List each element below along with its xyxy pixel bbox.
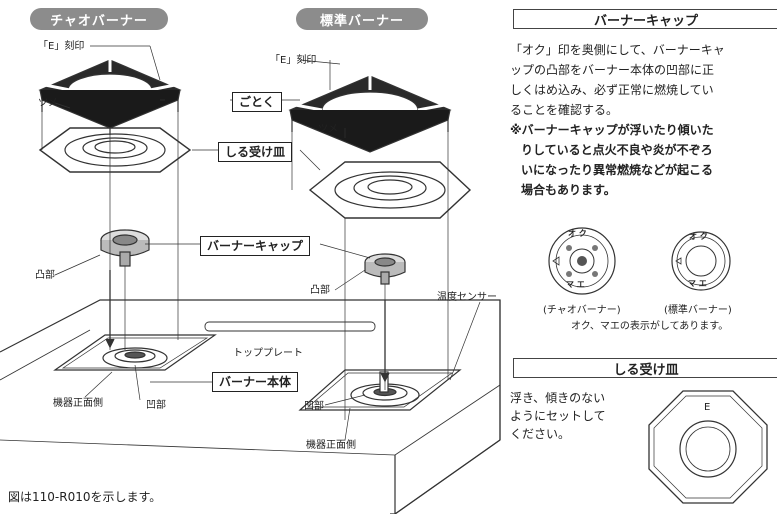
right-grate <box>288 74 452 153</box>
ciao-cap-oku: オ ク <box>568 229 587 238</box>
burner-cap-body-line-3: しくはめ込み、必ず正常に燃焼してい <box>510 83 714 97</box>
callout-burner-cap: バーナーキャップ <box>200 236 311 256</box>
burner-cap-body-line-2: ップの凸部をバーナー本体の凹部に正 <box>510 63 715 77</box>
right-drip-tray <box>308 161 472 219</box>
fig-note-oku-mae: オク、マエの表示がしてあります。 <box>571 321 729 332</box>
label-tsume-right: ツメ <box>318 124 338 135</box>
ciao-burner-title: チャオバーナー <box>30 8 168 30</box>
burner-cap-warning-line-3: いになったり異常燃焼などが起こる <box>521 163 714 177</box>
label-tsume-left: ツメ <box>38 98 58 109</box>
label-top-plate: トッププレート <box>233 348 303 359</box>
label-totsubu-right: 凸部 <box>310 285 330 296</box>
label-front-right: 機器正面側 <box>306 440 356 451</box>
cooktop-top-plate <box>0 299 501 514</box>
fig-label-ciao: (チャオバーナー) <box>543 305 621 316</box>
burner-cap-warning-line-4: 場合もあります。 <box>521 183 616 197</box>
ciao-cap-mae: マ エ <box>566 280 585 289</box>
right-recess <box>298 369 462 411</box>
figure-caption: 図は110-R010を示します。 <box>8 490 162 504</box>
burner-cap-heading: バーナーキャップ <box>513 9 777 29</box>
callout-gotoku: ごとく <box>232 92 282 112</box>
callout-burner-body: バーナー本体 <box>212 372 299 392</box>
tray-body-line-2: ようにセットして <box>510 409 606 423</box>
standard-cap-top-view <box>671 231 731 291</box>
ciao-cap-top-view <box>548 227 616 295</box>
burner-cap-body-line-1: 「オク」印を奥側にして、バーナーキャ <box>510 43 725 57</box>
standard-burner-title: 標準バーナー <box>296 8 428 30</box>
tray-top-view <box>648 390 768 504</box>
fig-label-standard: (標準バーナー) <box>664 305 732 316</box>
label-temp-sensor: 温度センサー <box>437 292 497 303</box>
tray-body-line-3: ください。 <box>510 427 571 441</box>
left-recess <box>53 334 217 371</box>
left-grate <box>38 58 182 135</box>
tray-body-line-1: 浮き、傾きのない <box>510 391 606 405</box>
label-e-mark-left: 「E」刻印 <box>38 41 85 52</box>
burner-cap-body-line-4: ることを確認する。 <box>510 103 619 117</box>
left-burner-cap <box>100 229 150 267</box>
left-drip-tray <box>38 127 192 173</box>
callout-shiru-ukezara: しる受け皿 <box>218 142 293 162</box>
label-front-left: 機器正面側 <box>53 398 103 409</box>
right-burner-cap <box>364 253 406 285</box>
label-onbu-left: 凹部 <box>146 400 166 411</box>
label-onbu-right: 凹部 <box>304 401 324 412</box>
tray-e-mark: E <box>704 402 711 413</box>
standard-cap-oku: オ ク <box>689 232 708 241</box>
burner-cap-warning-line-1: ※バーナーキャップが浮いたり傾いた <box>510 123 714 137</box>
standard-cap-mae: マ エ <box>688 279 707 288</box>
tray-heading: しる受け皿 <box>513 358 777 378</box>
label-totsubu-left: 凸部 <box>35 270 55 281</box>
burner-cap-warning-line-2: りしていると点火不良や炎が不ぞろ <box>521 143 713 157</box>
label-e-mark-right: 「E」刻印 <box>270 55 317 66</box>
